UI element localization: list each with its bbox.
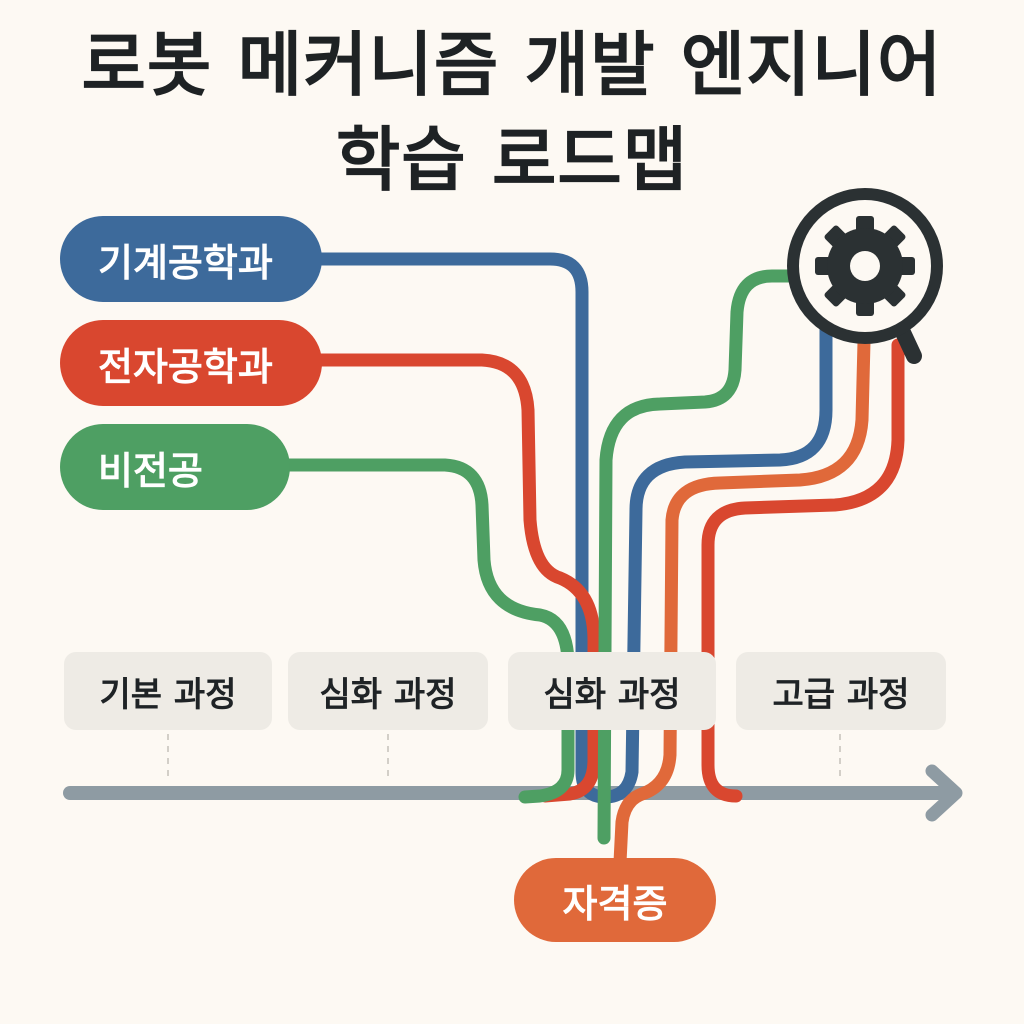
timeline-arrow (63, 764, 963, 822)
page-subtitle: 학습 로드맵 (335, 119, 689, 201)
route-nonmajor-advanced (597, 269, 802, 845)
stage-basic-course: 기본 과정 (64, 652, 272, 730)
route-electrical (313, 353, 601, 803)
major-electronic-engineering: 전자공학과 (60, 320, 322, 406)
major-non-major: 비전공 (60, 424, 290, 510)
gear-magnifier-icon (787, 188, 943, 364)
stage-advanced-course: 고급 과정 (736, 652, 946, 730)
page-title: 로봇 메커니즘 개발 엔지니어 (81, 24, 943, 106)
route-certificate (613, 335, 871, 869)
route-electrical-advanced (701, 338, 905, 803)
stage-intermediate-course-2: 심화 과정 (508, 652, 716, 730)
route-nonmajor (281, 458, 575, 804)
stage-intermediate-course-1: 심화 과정 (288, 652, 488, 730)
stage-tick-marks (167, 734, 841, 782)
certificate-badge: 자격증 (514, 858, 716, 942)
route-mechanical (313, 252, 833, 804)
major-mechanical-engineering: 기계공학과 (60, 216, 322, 302)
